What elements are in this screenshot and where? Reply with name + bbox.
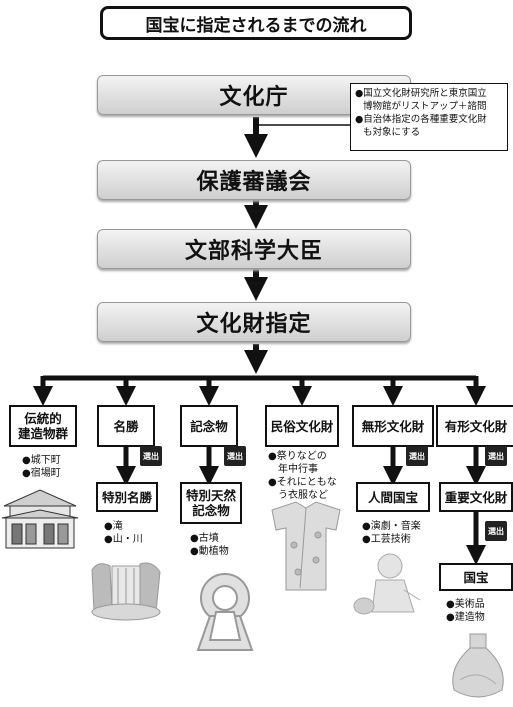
- category-folk-cultural-property: 民俗文化財: [265, 405, 339, 447]
- bullet-item: 年中行事: [268, 464, 318, 475]
- bullet-item: ●それにともな: [268, 477, 337, 488]
- category-tangible-cultural-property: 有形文化財: [436, 405, 513, 447]
- category-monuments: 記念物: [180, 405, 238, 447]
- stage-minister: 文部科学大臣: [97, 229, 411, 269]
- selection-badge: 選出: [224, 446, 246, 466]
- kimono-icon: [271, 501, 341, 591]
- vase-icon: [452, 633, 504, 698]
- bullet-item: ●滝: [104, 521, 123, 532]
- category-scenic-beauty: 名勝: [97, 405, 155, 447]
- bullet-item: ●演劇・音楽: [362, 521, 421, 532]
- bullet-item: ●祭りなどの: [268, 451, 327, 462]
- category-label: 建造物群: [17, 426, 68, 441]
- bullets-folk-cultural-property: ●祭りなどの 年中行事 ●それにともな う衣服など: [268, 450, 337, 502]
- sub-label: 記念物: [192, 503, 230, 518]
- selection-badge: 選出: [406, 446, 428, 466]
- bullets-intangible-cultural-property: ●演劇・音楽 ●工芸技術: [362, 520, 421, 546]
- sub-label: 特別天然: [185, 488, 236, 503]
- selection-badge: 選出: [485, 446, 507, 466]
- bullet-item: ●城下町: [22, 455, 61, 466]
- selection-badge: 選出: [485, 521, 507, 541]
- potter-icon: [353, 553, 421, 615]
- distribution-lines: [33, 375, 486, 406]
- note-line: 博物館がリストアップ＋諮問: [363, 101, 487, 112]
- bullet-item: ●工芸技術: [362, 534, 411, 545]
- bullet-item: ●美術品: [446, 599, 485, 610]
- sub-living-national-treasure: 人間国宝: [356, 482, 430, 512]
- selection-arrows: [116, 447, 486, 565]
- note-line: ●自治体指定の各種重要文化財: [355, 114, 487, 125]
- bullets-scenic-beauty: ●滝 ●山・川: [104, 520, 143, 546]
- bullets-traditional-buildings: ●城下町 ●宿場町: [22, 454, 61, 480]
- stage-designation: 文化財指定: [97, 302, 411, 342]
- selection-badge: 選出: [140, 446, 162, 466]
- waterfall-icon: [91, 562, 161, 621]
- sub-special-natural-monument: 特別天然 記念物: [180, 482, 242, 524]
- category-intangible-cultural-property: 無形文化財: [352, 405, 434, 447]
- stage-council: 保護審議会: [97, 160, 411, 200]
- note-line: ●国立文化財研究所と東京国立: [355, 88, 487, 99]
- category-traditional-buildings: 伝統的 建造物群: [9, 405, 77, 447]
- bullet-item: ●山・川: [104, 534, 143, 545]
- bullets-tangible-cultural-property: ●美術品 ●建造物: [446, 598, 485, 624]
- sub-national-treasure: 国宝: [439, 563, 513, 591]
- bullet-item: ●建造物: [446, 612, 485, 623]
- keyhole-tomb-icon: [196, 573, 254, 651]
- bullet-item: ●動植物: [190, 546, 229, 557]
- sub-special-scenic-beauty: 特別名勝: [96, 482, 158, 512]
- bullets-monuments: ●古墳 ●動植物: [190, 532, 229, 558]
- note-line: も対象にする: [363, 127, 421, 138]
- sub-important-cultural-property: 重要文化財: [439, 482, 513, 512]
- bullet-item: ●宿場町: [22, 468, 61, 479]
- traditional-house-icon: [1, 489, 79, 549]
- category-label: 伝統的: [24, 411, 62, 426]
- bullet-item: う衣服など: [268, 490, 328, 501]
- agency-note: ●国立文化財研究所と東京国立 博物館がリストアップ＋諮問 ●自治体指定の各種重要…: [350, 83, 508, 151]
- bullet-item: ●古墳: [190, 533, 219, 544]
- diagram-title: 国宝に指定されるまでの流れ: [100, 6, 412, 40]
